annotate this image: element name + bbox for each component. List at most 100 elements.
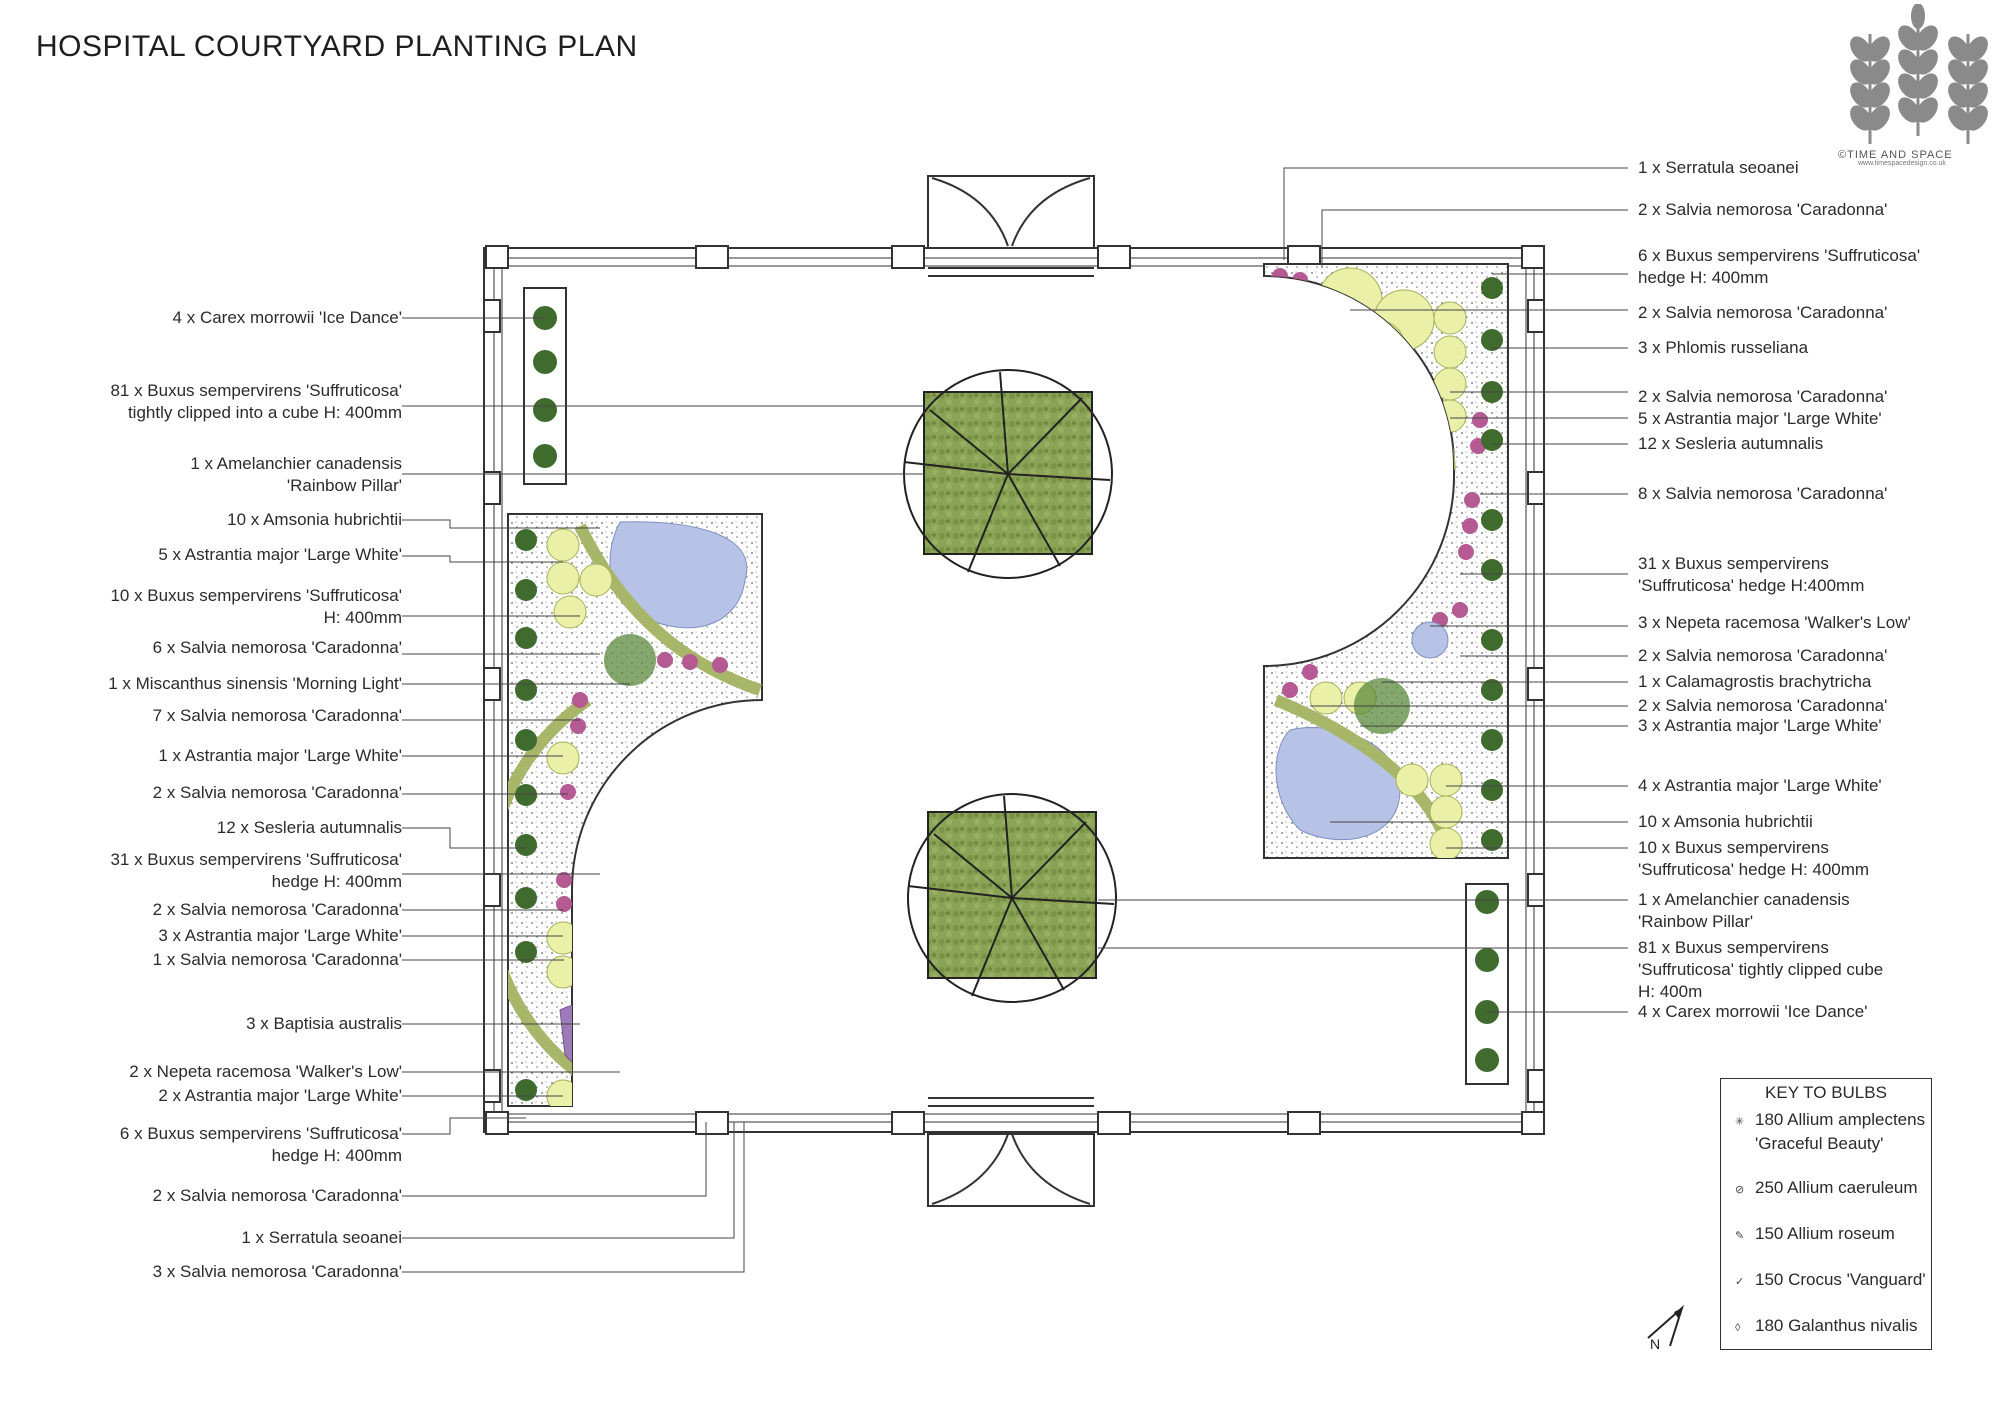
plant-label-line: 2 x Salvia nemorosa 'Caradonna' — [1638, 387, 1888, 406]
bulb-key-label: 'Graceful Beauty' — [1755, 1134, 1884, 1153]
plant-label-right: 3 x Astrantia major 'Large White' — [1638, 715, 1882, 737]
plant-label-left: 7 x Salvia nemorosa 'Caradonna' — [153, 705, 402, 727]
plant-label-line: 2 x Salvia nemorosa 'Caradonna' — [1638, 696, 1888, 715]
plant-label-line: 1 x Astrantia major 'Large White' — [158, 746, 402, 765]
plant-label-left: 3 x Astrantia major 'Large White' — [158, 925, 402, 947]
logo-name: ©TIME AND SPACE — [1838, 149, 1953, 161]
plant-label-right: 2 x Salvia nemorosa 'Caradonna' — [1638, 302, 1887, 324]
plant-label-line: 3 x Phlomis russeliana — [1638, 338, 1809, 357]
plant-label-right: 8 x Salvia nemorosa 'Caradonna' — [1638, 483, 1887, 505]
plant-label-line: 2 x Salvia nemorosa 'Caradonna' — [152, 1186, 402, 1205]
bulb-key-item: ✎ 150 Allium roseum — [1735, 1223, 1895, 1247]
plant-label-line: 1 x Miscanthus sinensis 'Morning Light' — [108, 674, 402, 693]
bulb-key-label: 250 Allium caeruleum — [1755, 1178, 1918, 1197]
plant-label-right: 1 x Serratula seoanei — [1638, 157, 1799, 179]
plant-label-right: 81 x Buxus sempervirens 'Suffruticosa' ti… — [1638, 937, 1883, 1003]
bulb-key-label: 150 Allium roseum — [1755, 1224, 1895, 1243]
plant-label-right: 10 x Buxus sempervirens'Suffruticosa' he… — [1638, 837, 1869, 881]
wheat-icon — [1898, 4, 1938, 136]
plant-label-line: H: 400mm — [323, 608, 402, 627]
plant-label-right: 4 x Carex morrowii 'Ice Dance' — [1638, 1001, 1867, 1023]
plant-label-line: 2 x Salvia nemorosa 'Caradonna' — [152, 783, 402, 802]
plant-label-line: 12 x Sesleria autumnalis — [1638, 434, 1824, 453]
bulb-key-item: ✳ 180 Allium amplectens 'Graceful Beauty' — [1735, 1109, 1925, 1155]
plant-label-left: 12 x Sesleria autumnalis — [217, 817, 402, 839]
plant-label-right: 3 x Nepeta racemosa 'Walker's Low' — [1638, 612, 1911, 634]
plant-label-line: 3 x Astrantia major 'Large White' — [158, 926, 402, 945]
plant-label-right: 6 x Buxus sempervirens 'Suffruticosa' hed… — [1638, 245, 1920, 289]
bulb-symbol-icon: ⊘ — [1735, 1184, 1745, 1196]
plant-label-right: 2 x Salvia nemorosa 'Caradonna' — [1638, 645, 1887, 667]
plant-label-left: 1 x Miscanthus sinensis 'Morning Light' — [108, 673, 402, 695]
plant-label-line: 2 x Astrantia major 'Large White' — [158, 1086, 402, 1105]
plant-label-line: 3 x Baptisia australis — [246, 1014, 402, 1033]
plant-label-line: 2 x Nepeta racemosa 'Walker's Low' — [129, 1062, 402, 1081]
plant-label-line: 6 x Salvia nemorosa 'Caradonna' — [152, 638, 402, 657]
plant-label-line: 1 x Calamagrostis brachytricha — [1638, 672, 1872, 691]
plant-label-line: 4 x Carex morrowii 'Ice Dance' — [1638, 1002, 1868, 1021]
north-arrow-icon: N — [1647, 1304, 1685, 1352]
bulb-symbol-icon: ✳ — [1735, 1116, 1745, 1128]
plant-label-line: 1 x Amelanchier canadensis — [1638, 890, 1850, 909]
plant-label-line: hedge H: 400mm — [1638, 268, 1769, 287]
plant-label-left: 1 x Astrantia major 'Large White' — [158, 745, 402, 767]
plant-label-line: 7 x Salvia nemorosa 'Caradonna' — [152, 706, 402, 725]
bed-left-carex — [523, 287, 567, 485]
plant-label-line: tightly clipped into a cube H: 400mm — [127, 403, 402, 422]
plant-label-line: 10 x Buxus sempervirens 'Suffruticosa' — [110, 586, 402, 605]
bulb-key-item: ◊ 180 Galanthus nivalis — [1735, 1315, 1918, 1339]
plant-label-left: 31 x Buxus sempervirens 'Suffruticosa' he… — [110, 849, 402, 893]
plant-label-right: 12 x Sesleria autumnalis — [1638, 433, 1823, 455]
bed-left-main — [507, 513, 763, 1107]
plant-label-line: 10 x Amsonia hubrichtii — [227, 510, 402, 529]
plant-label-line: 81 x Buxus sempervirens — [1638, 938, 1829, 957]
plant-label-line: 2 x Salvia nemorosa 'Caradonna' — [1638, 646, 1888, 665]
plant-label-left: 6 x Buxus sempervirens 'Suffruticosa' hed… — [120, 1123, 402, 1167]
box-cube-bottom — [907, 793, 1117, 1003]
doors — [927, 175, 1095, 1207]
plant-label-left: 10 x Amsonia hubrichtii — [227, 509, 402, 531]
plant-label-left: 10 x Buxus sempervirens 'Suffruticosa' H:… — [110, 585, 402, 629]
plant-label-line: 1 x Serratula seoanei — [241, 1228, 402, 1247]
plant-label-right: 4 x Astrantia major 'Large White' — [1638, 775, 1882, 797]
plant-label-left: 5 x Astrantia major 'Large White' — [158, 544, 402, 566]
plant-label-line: 6 x Buxus sempervirens 'Suffruticosa' — [119, 1124, 402, 1143]
plant-label-line: 31 x Buxus sempervirens 'Suffruticosa' — [110, 850, 402, 869]
bulb-key-label: 180 Galanthus nivalis — [1755, 1316, 1918, 1335]
plant-label-line: 5 x Astrantia major 'Large White' — [158, 545, 402, 564]
plant-label-right: 2 x Salvia nemorosa 'Caradonna' — [1638, 386, 1887, 408]
plant-label-line: 'Suffruticosa' hedge H: 400mm — [1638, 860, 1870, 879]
plant-label-line: 2 x Salvia nemorosa 'Caradonna' — [152, 900, 402, 919]
plant-label-line: 3 x Nepeta racemosa 'Walker's Low' — [1638, 613, 1911, 632]
plant-label-right: 10 x Amsonia hubrichtii — [1638, 811, 1813, 833]
leader-lines-left — [402, 317, 924, 1273]
plant-label-left: 2 x Salvia nemorosa 'Caradonna' — [153, 899, 402, 921]
bed-right-main — [1263, 263, 1509, 859]
bulb-key-label: 180 Allium amplectens — [1755, 1110, 1926, 1129]
plant-label-line: 2 x Salvia nemorosa 'Caradonna' — [1638, 200, 1888, 219]
plant-label-line: hedge H: 400mm — [271, 872, 402, 891]
plant-label-line: 'Suffruticosa' hedge H:400mm — [1638, 576, 1865, 595]
bulb-key-item: ⊘ 250 Allium caeruleum — [1735, 1177, 1918, 1201]
plant-label-line: 8 x Salvia nemorosa 'Caradonna' — [1638, 484, 1888, 503]
plant-label-line: 'Suffruticosa' tightly clipped cube — [1638, 960, 1884, 979]
plant-label-line: 1 x Amelanchier canadensis — [190, 454, 402, 473]
leader-lines-right — [1098, 167, 1628, 1013]
plant-label-line: 'Rainbow Pillar' — [286, 476, 402, 495]
wheat-icon — [1850, 34, 1890, 144]
bulb-symbol-icon: ✎ — [1735, 1230, 1745, 1242]
plant-label-line: 81 x Buxus sempervirens 'Suffruticosa' — [110, 381, 402, 400]
plant-label-line: 6 x Buxus sempervirens 'Suffruticosa' — [1638, 246, 1921, 265]
plant-label-line: hedge H: 400mm — [271, 1146, 402, 1165]
north-label: N — [1650, 1336, 1660, 1352]
plant-label-line: 2 x Salvia nemorosa 'Caradonna' — [1638, 303, 1888, 322]
bulb-symbol-icon: ◊ — [1735, 1322, 1741, 1334]
bulb-key-label: 150 Crocus 'Vanguard' — [1755, 1270, 1926, 1289]
plant-label-left: 2 x Salvia nemorosa 'Caradonna' — [153, 1185, 402, 1207]
plant-label-left: 3 x Salvia nemorosa 'Caradonna' — [153, 1261, 402, 1283]
plant-label-line: 3 x Salvia nemorosa 'Caradonna' — [152, 1262, 402, 1281]
plant-label-left: 4 x Carex morrowii 'Ice Dance' — [173, 307, 402, 329]
plant-label-line: 1 x Salvia nemorosa 'Caradonna' — [152, 950, 402, 969]
plant-label-line: 4 x Carex morrowii 'Ice Dance' — [172, 308, 402, 327]
plant-label-left: 2 x Astrantia major 'Large White' — [158, 1085, 402, 1107]
